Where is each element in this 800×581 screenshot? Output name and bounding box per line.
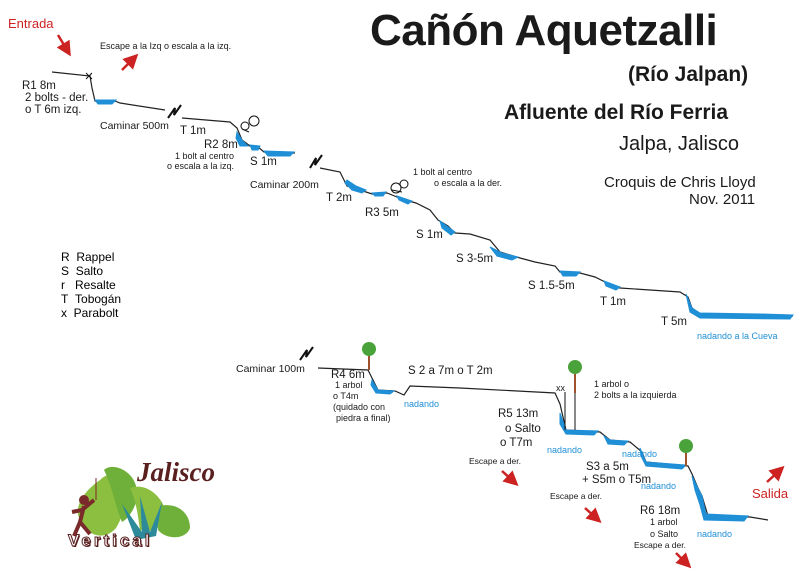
location-text: Jalpa, Jalisco [619, 133, 740, 155]
direction-arrows [56, 34, 785, 569]
page-subtitle: (Río Jalpan) [628, 63, 749, 86]
escape-left-label: Escape a la Izq o escala a la izq. [100, 41, 232, 51]
walk-100-label: Caminar 100m [236, 363, 305, 375]
salida-label: Salida [752, 486, 789, 501]
tributary-heading: Afluente del Río Ferria [504, 101, 729, 124]
s5-label: + S5m o T5m [582, 474, 652, 486]
r6-tree-label: 1 arbol [650, 517, 678, 527]
r6-label: R6 18m [640, 505, 681, 517]
swim-label: nadando [641, 481, 677, 491]
swim-label: nadando [404, 399, 440, 409]
tree-icon [362, 342, 376, 370]
legend-item: r Resalte [61, 278, 116, 292]
salida-arrow [766, 465, 785, 483]
t5m-label: T 5m [661, 316, 687, 328]
r3-alt-label: o escala a la der. [434, 178, 503, 188]
tree-icon [568, 360, 582, 393]
swim-label: nadando [697, 529, 733, 539]
legend-item: R Rappel [61, 250, 115, 264]
escape-right-label: Escape a der. [469, 456, 521, 466]
entrada-arrow [56, 34, 71, 57]
swim-label: nadando [622, 449, 658, 459]
r4-caution-label-2: piedra a final) [336, 413, 391, 423]
r2-label: R2 8m [204, 139, 238, 151]
legend-item: S Salto [61, 264, 104, 278]
r3-label: R3 5m [365, 207, 399, 219]
s155-label: S 1.5-5m [528, 280, 575, 292]
r4-label: R4 6m [331, 369, 365, 381]
r6-escape-label: Escape a der. [634, 540, 686, 550]
walk-200-label: Caminar 200m [250, 179, 319, 191]
escape-arrow [121, 53, 139, 71]
s35-label: S 3-5m [456, 253, 494, 265]
r3-bolt-label: 1 bolt al centro [413, 167, 473, 177]
walk-breaks [167, 104, 323, 361]
legend-item: T Tobogán [61, 292, 122, 306]
tree-icon [679, 439, 693, 466]
s2-7-label: S 2 a 7m o T 2m [408, 365, 493, 377]
t2m-label: T 2m [326, 192, 352, 204]
t1m-label: T 1m [600, 296, 626, 308]
legend-item: x Parabolt [61, 306, 119, 320]
logo-word-jalisco: Jalisco [137, 457, 215, 487]
r1-alt-label: o T 6m izq. [25, 104, 82, 116]
page-title: Cañón Aquetzalli [370, 6, 718, 55]
swim-label: nadando [547, 445, 583, 455]
escape-arrow [584, 507, 602, 524]
r2-alt-label: o escala a la izq. [167, 161, 235, 171]
credit-author: Croquis de Chris Lloyd [604, 174, 756, 191]
t1m-label: T 1m [180, 125, 206, 137]
r5-ropes [564, 378, 576, 430]
s3-label: S3 a 5m [586, 461, 629, 473]
jalisco-vertical-logo [71, 466, 190, 540]
lower-water [370, 378, 750, 522]
r4-caution-label: (quidado con [333, 402, 386, 412]
upper-water [94, 99, 794, 320]
r1-label: R1 8m [22, 80, 56, 92]
r1-bolts-label: 2 bolts - der. [25, 92, 89, 104]
entrada-label: Entrada [8, 16, 54, 31]
escape-arrow [501, 470, 519, 487]
r2-bolt-label: 1 bolt al centro [175, 151, 235, 161]
r6-alt-label: o Salto [650, 529, 679, 539]
r5-anchor-label: 1 arbol o [594, 379, 630, 389]
credit-date: Nov. 2011 [689, 191, 756, 208]
r4-alt-label: o T4m [333, 391, 359, 401]
r5-anchor-label-2: 2 bolts a la izquierda [594, 390, 677, 400]
swim-cave-label: nadando a la Cueva [697, 331, 778, 341]
r4-tree-label: 1 arbol [335, 380, 363, 390]
walk-500-label: Caminar 500m [100, 120, 169, 132]
r5-label: R5 13m [498, 408, 539, 420]
logo-word-vertical: Vertical [68, 531, 153, 550]
r5-alt-label: o Salto [505, 423, 541, 435]
bolt-xx-label: xx [556, 383, 565, 393]
s1m-label: S 1m [416, 229, 443, 241]
s1m-label: S 1m [250, 156, 277, 168]
anchor-marks [85, 72, 409, 194]
escape-right-label: Escape a der. [550, 491, 602, 501]
r5-alt-label-2: o T7m [500, 437, 533, 449]
escape-arrow [675, 552, 692, 569]
